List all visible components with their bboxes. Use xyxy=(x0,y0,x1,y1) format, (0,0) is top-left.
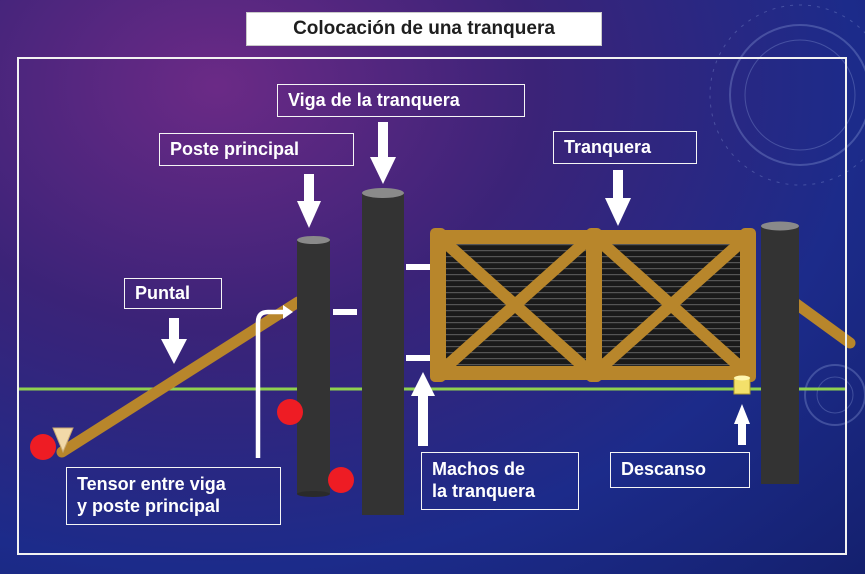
decorative-rings xyxy=(709,4,865,426)
right-post xyxy=(761,221,799,484)
arrow-down-icon xyxy=(161,318,187,364)
arrow-up-icon xyxy=(734,404,750,445)
right-brace xyxy=(789,297,856,349)
red-marker xyxy=(30,434,56,460)
macho-upper xyxy=(406,264,430,270)
tensor-hook-line xyxy=(255,309,283,458)
arrow-down-icon xyxy=(370,122,396,184)
tensor-dash xyxy=(333,309,357,315)
red-marker xyxy=(277,399,303,425)
arrow-up-icon xyxy=(411,372,435,446)
label-viga: Viga de la tranquera xyxy=(277,84,525,117)
viga-post xyxy=(362,188,404,515)
label-tensor: Tensor entre viga y poste principal xyxy=(66,467,281,525)
pointer-arrows xyxy=(161,122,750,446)
red-marker xyxy=(328,467,354,493)
label-puntal: Puntal xyxy=(124,278,222,309)
tensor-hook-head xyxy=(283,305,293,319)
macho-lower xyxy=(406,355,430,361)
slide-title: Colocación de una tranquera xyxy=(246,12,602,46)
content-frame xyxy=(17,57,847,555)
poste-principal xyxy=(297,236,330,497)
label-poste-principal: Poste principal xyxy=(159,133,354,166)
label-tranquera: Tranquera xyxy=(553,131,697,164)
tranquera-gate xyxy=(430,228,756,382)
label-descanso: Descanso xyxy=(610,452,750,488)
arrow-down-icon xyxy=(297,174,321,228)
puntal-anchor xyxy=(52,427,74,454)
label-machos: Machos de la tranquera xyxy=(421,452,579,510)
descanso-block xyxy=(733,375,751,395)
arrow-down-icon xyxy=(605,170,631,226)
